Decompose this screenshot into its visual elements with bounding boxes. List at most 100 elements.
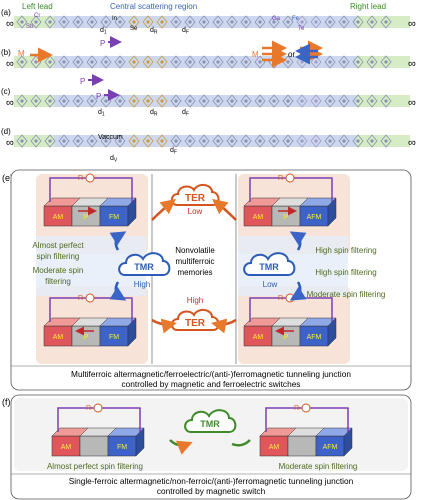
- atom-cell: [198, 55, 210, 69]
- right-label-1: High spin filtering: [315, 246, 376, 255]
- label-right-lead: Right lead: [350, 2, 386, 11]
- dF-label-d: dF: [170, 147, 177, 156]
- atom: [244, 139, 248, 143]
- atomic-row-2: ∞∞(c): [1, 87, 416, 109]
- caption-e-line-1: Multiferroic altermagnetic/ferroelectric…: [71, 369, 351, 379]
- atom-cell: [324, 94, 336, 108]
- left-label-1a: Almost perfect: [32, 241, 84, 250]
- infinity-right: ∞: [408, 137, 416, 149]
- atom: [48, 99, 52, 103]
- caption-f-line-2: controlled by magnetic switch: [157, 486, 266, 496]
- atom-cell: [352, 94, 364, 108]
- atom-cell: [338, 15, 350, 29]
- d1-label-c: d1: [98, 109, 105, 118]
- atom-cell: [100, 55, 112, 69]
- junction-side: [127, 317, 137, 347]
- or-label: or: [288, 50, 295, 59]
- atom-cell: [86, 134, 98, 148]
- atom: [202, 99, 206, 103]
- atom: [258, 20, 262, 24]
- atom-cell: [198, 94, 210, 108]
- left-label-2a: Moderate spin: [33, 266, 84, 275]
- atom: [384, 99, 388, 103]
- atom-cell: [324, 134, 336, 148]
- atom: [188, 99, 192, 103]
- atom: [90, 20, 94, 24]
- panel-label-e: (e): [2, 173, 13, 183]
- infinity-left: ∞: [6, 58, 14, 70]
- atom-cell: [170, 15, 182, 29]
- atom: [118, 99, 122, 103]
- atom: [62, 139, 66, 143]
- atom-cell: [212, 55, 224, 69]
- atom: [202, 20, 206, 24]
- ammeter-icon: [301, 403, 311, 413]
- atom-cell: [240, 15, 252, 29]
- atom-cell: [16, 55, 28, 69]
- junction-side: [343, 427, 353, 457]
- atom-cell: [240, 55, 252, 69]
- atom-cell: [30, 94, 42, 108]
- atom-cell: [184, 55, 196, 69]
- junction-block: [79, 435, 109, 457]
- label-fe: Fe: [292, 16, 300, 22]
- atom: [62, 20, 66, 24]
- d1-label: d1: [100, 27, 107, 36]
- atom-cell: [142, 94, 154, 108]
- atom: [188, 20, 192, 24]
- atom-cell: [44, 94, 56, 108]
- atom-cell: [380, 55, 392, 69]
- block-label: FM: [109, 334, 119, 341]
- block-label: P: [84, 214, 89, 221]
- junction-side: [327, 317, 337, 347]
- atom-cell: [338, 94, 350, 108]
- label-left-lead: Left lead: [22, 2, 53, 11]
- atom-cell: [128, 55, 140, 69]
- block-label: AFM: [307, 214, 322, 221]
- atom: [146, 139, 150, 143]
- atom-cell: [30, 15, 42, 29]
- atom: [384, 139, 388, 143]
- atom: [300, 139, 304, 143]
- junction-block: [287, 435, 317, 457]
- atom: [104, 20, 108, 24]
- atom: [244, 20, 248, 24]
- atom-cell: [226, 15, 238, 29]
- atom-cell: [254, 15, 266, 29]
- atom: [104, 99, 108, 103]
- ter-cloud-top: TER: [170, 184, 220, 206]
- atom-cell: [86, 55, 98, 69]
- caption-f-line-1: Single-ferroic altermagnetic/non-ferroic…: [69, 476, 354, 486]
- m-label-b: M: [18, 49, 25, 58]
- ter-top-label: TER: [185, 193, 206, 204]
- tmr-right-label: TMR: [259, 262, 279, 272]
- atom-cell: [100, 134, 112, 148]
- atom: [188, 139, 192, 143]
- atom-cell: [58, 15, 70, 29]
- atom: [258, 60, 262, 64]
- atom-cell: [72, 15, 84, 29]
- atom-cell: [58, 134, 70, 148]
- atom: [342, 20, 346, 24]
- atom: [300, 60, 304, 64]
- atom-cell: [282, 94, 294, 108]
- atom-cell: [156, 134, 168, 148]
- atom: [356, 60, 360, 64]
- atom: [160, 20, 164, 24]
- atom-cell: [296, 15, 308, 29]
- block-label: P: [84, 334, 89, 341]
- r-label: R: [78, 295, 83, 302]
- atom: [118, 20, 122, 24]
- atom: [216, 139, 220, 143]
- atom: [104, 139, 108, 143]
- atom: [146, 99, 150, 103]
- atom-cell: [16, 94, 28, 108]
- label-in: In: [112, 16, 117, 22]
- atom: [286, 60, 290, 64]
- atom: [132, 139, 136, 143]
- atom-cell: [198, 15, 210, 29]
- infinity-left: ∞: [6, 97, 14, 109]
- atom: [272, 139, 276, 143]
